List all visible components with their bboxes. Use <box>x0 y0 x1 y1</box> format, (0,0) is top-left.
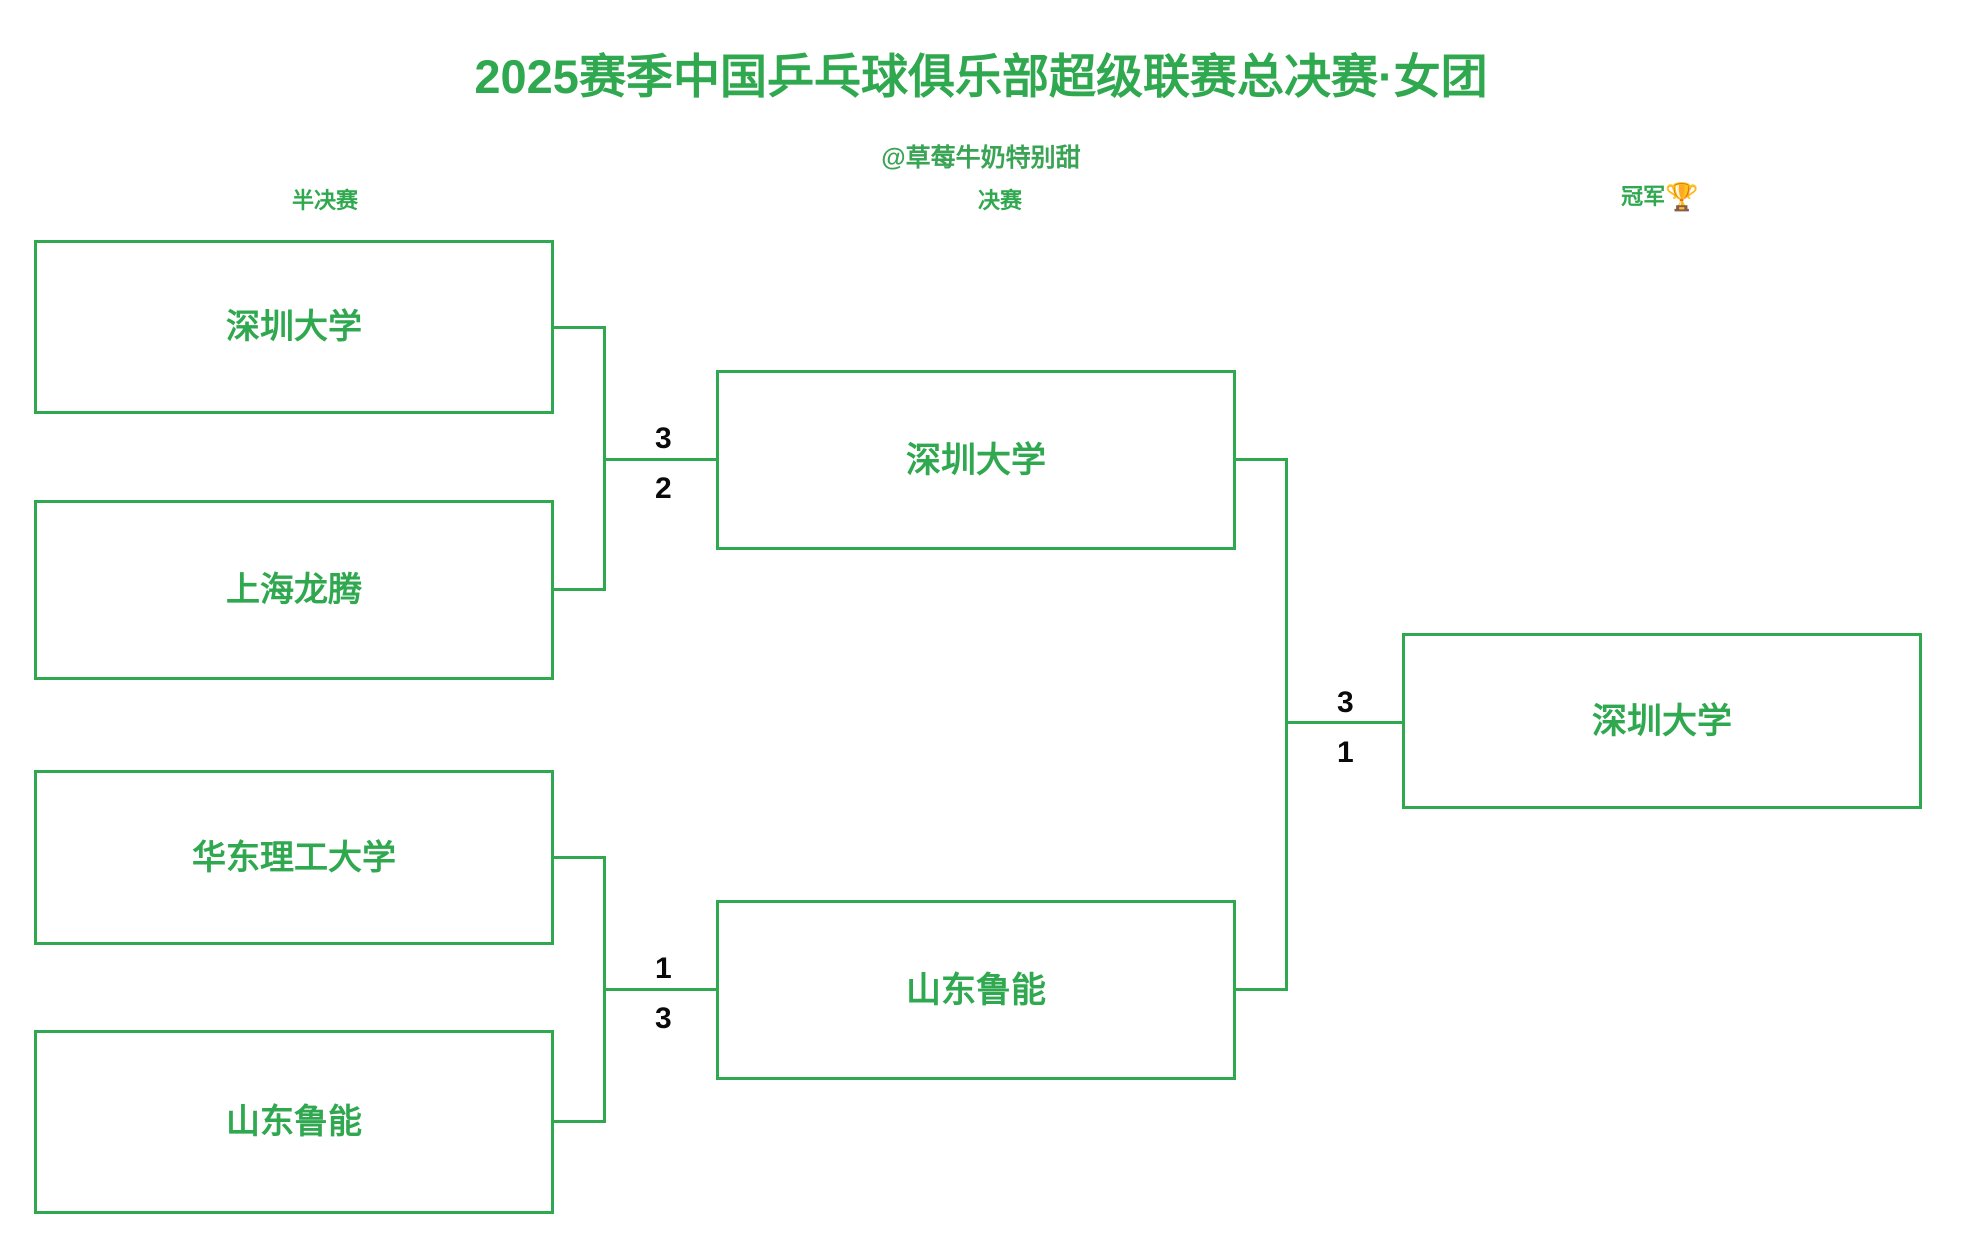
round-label-champion: 冠军🏆 <box>1460 179 1860 213</box>
connector-final-bottom-stub <box>1236 988 1288 991</box>
score-final-bottom: 1 <box>1337 736 1354 769</box>
team-name: 上海龙腾 <box>226 571 362 609</box>
connector-sf2-stub <box>554 588 606 591</box>
connector-final-vertical <box>1285 458 1288 991</box>
connector-final-to-champion <box>1285 721 1405 724</box>
page-title: 2025赛季中国乒乓球俱乐部超级联赛总决赛·女团 <box>474 50 1488 103</box>
team-name: 深圳大学 <box>1591 701 1732 741</box>
team-name: 深圳大学 <box>905 440 1046 480</box>
team-box-semifinal-4[interactable]: 山东鲁能 <box>34 1030 554 1214</box>
champion-label-text: 冠军 <box>1621 184 1666 209</box>
connector-sf3-stub <box>554 856 606 859</box>
round-label-final: 决赛 <box>977 188 1022 213</box>
connector-sf4-stub <box>554 1120 606 1123</box>
team-box-final-top[interactable]: 深圳大学 <box>716 370 1236 550</box>
score-semifinal-2-bottom: 3 <box>655 1002 672 1035</box>
team-box-champion[interactable]: 深圳大学 <box>1402 633 1922 809</box>
team-box-semifinal-1[interactable]: 深圳大学 <box>34 240 554 414</box>
connector-final-top-stub <box>1236 458 1288 461</box>
connector-sf1-stub <box>554 326 606 329</box>
team-box-semifinal-2[interactable]: 上海龙腾 <box>34 500 554 680</box>
team-name: 山东鲁能 <box>226 1103 362 1141</box>
score-semifinal-1-bottom: 2 <box>655 472 672 505</box>
connector-sf-pair2-to-final <box>603 988 719 991</box>
trophy-icon: 🏆 <box>1665 182 1699 212</box>
score-semifinal-1-top: 3 <box>655 422 672 455</box>
author-handle: @草莓牛奶特别甜 <box>881 144 1081 172</box>
team-name: 山东鲁能 <box>905 970 1046 1010</box>
team-name: 华东理工大学 <box>192 838 396 877</box>
score-final-top: 3 <box>1337 686 1354 719</box>
round-label-semifinal: 半决赛 <box>291 188 358 213</box>
score-semifinal-2-top: 1 <box>655 952 672 985</box>
team-box-semifinal-3[interactable]: 华东理工大学 <box>34 770 554 945</box>
team-box-final-bottom[interactable]: 山东鲁能 <box>716 900 1236 1080</box>
team-name: 深圳大学 <box>226 308 362 346</box>
connector-sf-pair1-to-final <box>603 458 719 461</box>
